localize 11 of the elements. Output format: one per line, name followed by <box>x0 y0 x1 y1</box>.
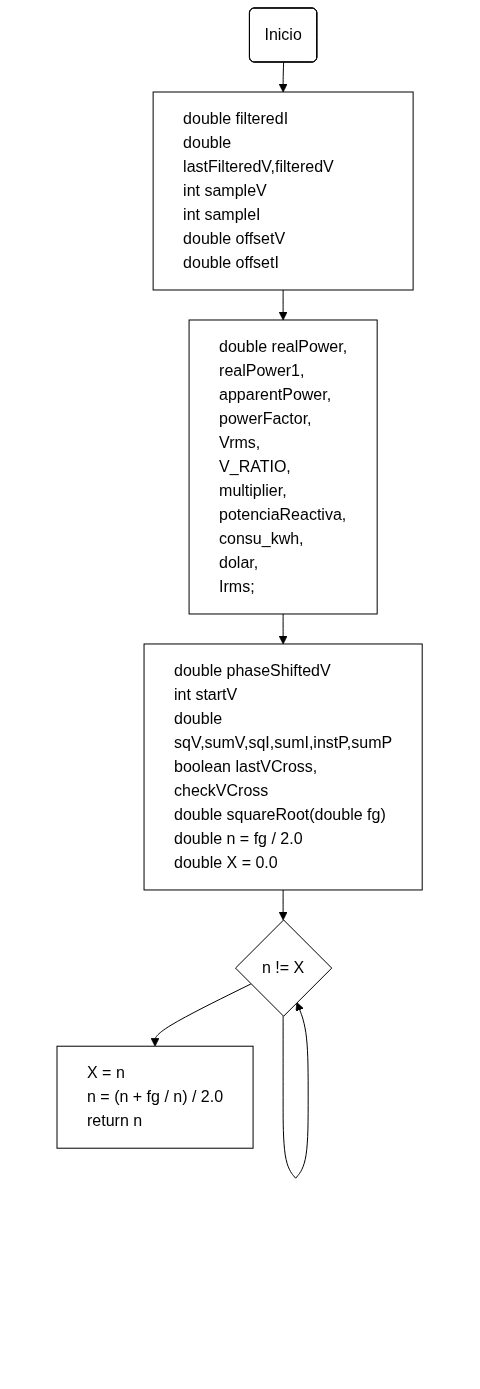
node-box: double realPower, realPower1, apparentPower, powerFactor, Vrms, V_RATIO, multiplier, potenciaReactiva, consu_kwh, dolar, Irms; <box>188 319 379 615</box>
node-box: double phaseShiftedV int startV double sqV,sumV,sqI,sumI,instP,sumP boolean lastVCross, checkVCross double squareRoot(double fg) double n = fg / 2.0 double X = 0.0 <box>143 643 424 891</box>
node-diamond: n != X <box>235 919 333 1017</box>
arrow <box>151 983 252 1047</box>
arrow <box>279 613 288 645</box>
arrow <box>283 1002 310 1179</box>
arrow <box>279 62 288 93</box>
node-box: double filteredI double lastFilteredV,filteredV int sampleV int sampleI double offsetV double offsetI <box>153 91 414 291</box>
node-box: X = n n = (n + fg / n) / 2.0 return n <box>56 1045 254 1149</box>
arrow <box>279 889 288 921</box>
arrow <box>279 289 288 321</box>
